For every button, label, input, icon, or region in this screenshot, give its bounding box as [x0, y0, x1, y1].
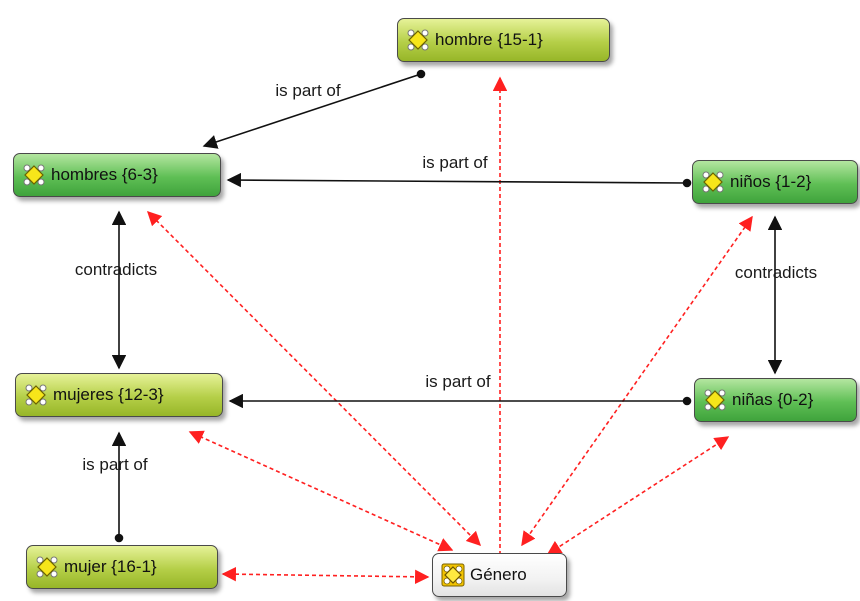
group-links	[146, 76, 753, 585]
code-family-icon	[36, 556, 58, 578]
node-label: mujer {16-1}	[64, 557, 157, 576]
code-group-icon	[441, 563, 465, 587]
node-ninos[interactable]: niños {1-2}	[692, 160, 858, 204]
edge-label-ninos-ninas: contradicts	[734, 263, 818, 282]
node-genero[interactable]: Género	[432, 553, 567, 597]
edge-origin-dot	[682, 396, 692, 406]
link-genero-ninas[interactable]	[546, 436, 730, 555]
node-label: niños {1-2}	[730, 172, 812, 191]
code-family-icon	[407, 29, 429, 51]
edge-origin-dot	[114, 533, 124, 543]
edge-hombre-hombres[interactable]	[202, 73, 422, 149]
node-mujer[interactable]: mujer {16-1}	[26, 545, 218, 589]
code-family-icon	[23, 164, 45, 186]
code-family-icon	[704, 389, 726, 411]
node-label: Género	[470, 565, 527, 584]
edge-label-hombres-mujeres: contradicts	[74, 260, 158, 279]
node-mujeres[interactable]: mujeres {12-3}	[15, 373, 223, 417]
code-family-icon	[702, 171, 724, 193]
edge-label-hombre-hombres: is part of	[275, 81, 341, 100]
edge-origin-dot	[416, 69, 426, 79]
node-hombres[interactable]: hombres {6-3}	[13, 153, 221, 197]
node-hombre[interactable]: hombre {15-1}	[397, 18, 610, 62]
edge-ninos-hombres[interactable]	[226, 172, 688, 188]
link-genero-mujer[interactable]	[221, 566, 430, 585]
node-label: hombre {15-1}	[435, 30, 543, 49]
edge-origin-dot	[682, 178, 692, 188]
node-label: hombres {6-3}	[51, 165, 158, 184]
edge-label-ninos-hombres: is part of	[422, 153, 488, 172]
edge-label-ninas-mujeres: is part of	[425, 372, 491, 391]
edge-label-mujer-mujeres: is part of	[82, 455, 148, 474]
node-ninas[interactable]: niñas {0-2}	[694, 378, 857, 422]
link-genero-mujeres[interactable]	[188, 430, 454, 552]
node-label: mujeres {12-3}	[53, 385, 164, 404]
code-family-icon	[25, 384, 47, 406]
node-label: niñas {0-2}	[732, 390, 814, 409]
relation-links	[111, 69, 783, 543]
